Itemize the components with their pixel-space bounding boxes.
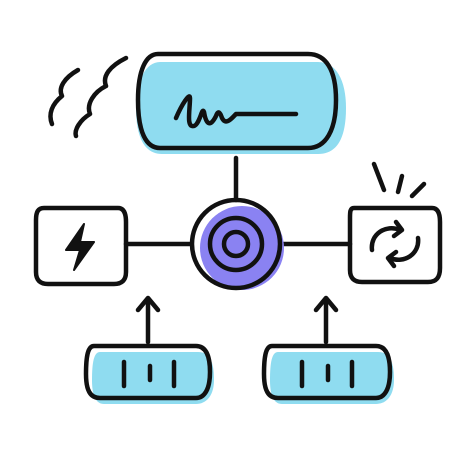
power-card-outline <box>33 205 129 287</box>
bars-icon <box>121 359 177 389</box>
hub-node-outline <box>189 197 283 291</box>
up-arrow-icon <box>135 295 161 313</box>
hub-ring <box>207 215 265 273</box>
sync-card-outline <box>347 205 443 285</box>
lightning-bolt-icon <box>65 223 95 271</box>
signature-card <box>135 51 346 154</box>
connector-lines <box>123 155 353 247</box>
input-card-left <box>83 295 214 404</box>
alert-marks-icon <box>371 161 427 199</box>
input-card-right-outline <box>261 343 393 401</box>
bars-icon <box>299 359 355 389</box>
target-circle-icon <box>221 229 251 259</box>
up-arrow-icon <box>313 295 339 313</box>
refresh-arrows-icon <box>369 219 421 269</box>
hub-node <box>189 197 284 291</box>
signature-card-fill <box>136 62 346 154</box>
power-card <box>33 205 129 287</box>
motion-lines-icon <box>48 55 129 139</box>
hub-node-fill <box>200 206 284 290</box>
signature-card-outline <box>135 51 339 151</box>
input-card-right <box>261 295 394 404</box>
signature-icon <box>173 94 299 129</box>
input-card-left-outline <box>83 343 213 401</box>
sync-card <box>347 161 443 285</box>
